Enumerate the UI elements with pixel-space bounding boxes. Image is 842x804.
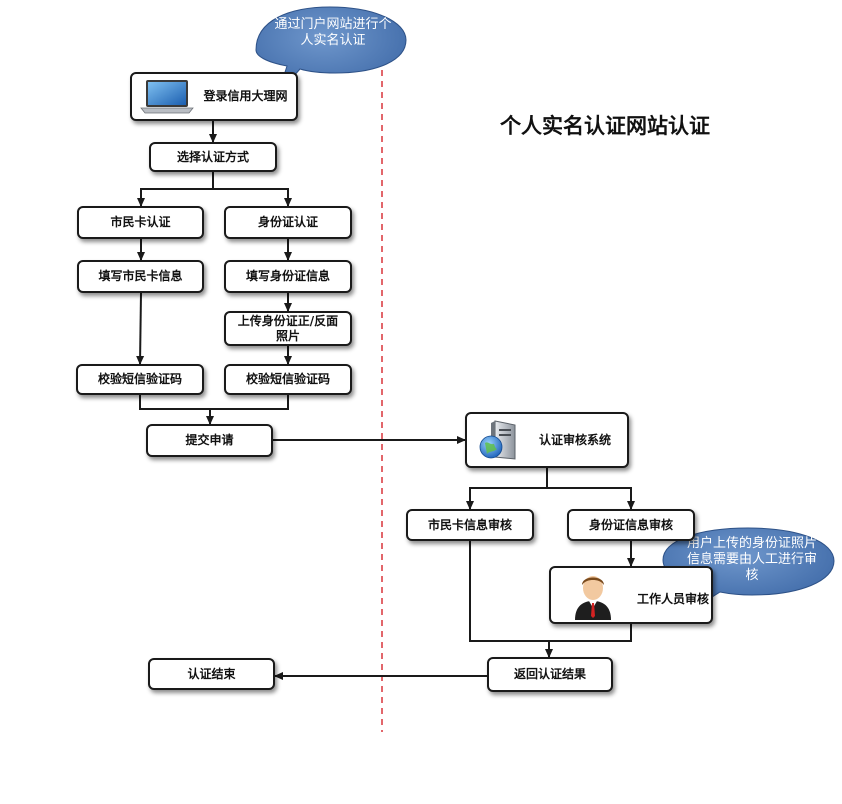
node-upload-photos-label: 上传身份证正/反面照片 (237, 313, 339, 343)
node-login: 登录信用大理网 (130, 72, 298, 121)
node-fill-citizen-label: 填写市民卡信息 (98, 269, 183, 283)
line-verify-merge (139, 395, 289, 410)
node-fill-citizen: 填写市民卡信息 (77, 260, 204, 293)
node-choose: 选择认证方式 (149, 142, 277, 172)
node-id-review-label: 身份证信息审核 (588, 517, 673, 532)
node-end: 认证结束 (148, 658, 275, 690)
node-citizen-review: 市民卡信息审核 (406, 509, 534, 541)
node-fill-id-label: 填写身份证信息 (245, 269, 330, 283)
node-verify-sms-right: 校验短信验证码 (224, 364, 352, 395)
node-fill-id: 填写身份证信息 (224, 260, 352, 293)
node-login-label: 登录信用大理网 (203, 89, 288, 103)
node-return-result-label: 返回认证结果 (513, 667, 586, 681)
node-staff-review: 工作人员审核 (549, 566, 713, 624)
arrow-audit-idreview (547, 487, 635, 510)
arrow-choose-idcard (213, 188, 292, 207)
node-audit-system: 认证审核系统 (465, 412, 629, 468)
diagram-title: 个人实名认证网站认证 (500, 113, 710, 138)
node-verify-sms-left: 校验短信验证码 (76, 364, 204, 395)
node-citizen-card: 市民卡认证 (77, 206, 204, 239)
node-submit: 提交申请 (146, 424, 273, 457)
node-audit-system-label: 认证审核系统 (538, 432, 611, 447)
staff-person-icon (571, 570, 615, 620)
node-citizen-card-label: 市民卡认证 (110, 215, 171, 229)
bubble-top-text: 通过门户网站进行个人实名认证 (274, 17, 392, 48)
node-return-result: 返回认证结果 (487, 657, 613, 692)
node-citizen-review-label: 市民卡信息审核 (427, 517, 512, 532)
node-end-label: 认证结束 (187, 666, 236, 681)
line-review-merge (469, 541, 632, 642)
node-staff-review-label: 工作人员审核 (637, 591, 710, 606)
arrow-fillcitizen-verify (136, 292, 145, 365)
node-submit-label: 提交申请 (185, 433, 234, 447)
node-verify-sms-right-label: 校验短信验证码 (245, 372, 330, 386)
node-verify-sms-left-label: 校验短信验证码 (97, 372, 182, 386)
node-id-card: 身份证认证 (224, 206, 352, 239)
node-id-review: 身份证信息审核 (567, 509, 695, 541)
arrow-choose-split (137, 172, 214, 207)
arrow-audit-split (466, 468, 548, 510)
node-upload-photos: 上传身份证正/反面照片 (224, 311, 352, 346)
node-id-card-label: 身份证认证 (257, 215, 318, 229)
bubble-right-text: 用户上传的身份证照片信息需要由人工进行审核 (686, 536, 817, 583)
server-globe-icon (477, 417, 523, 463)
node-choose-label: 选择认证方式 (176, 149, 249, 164)
laptop-icon (139, 78, 195, 116)
